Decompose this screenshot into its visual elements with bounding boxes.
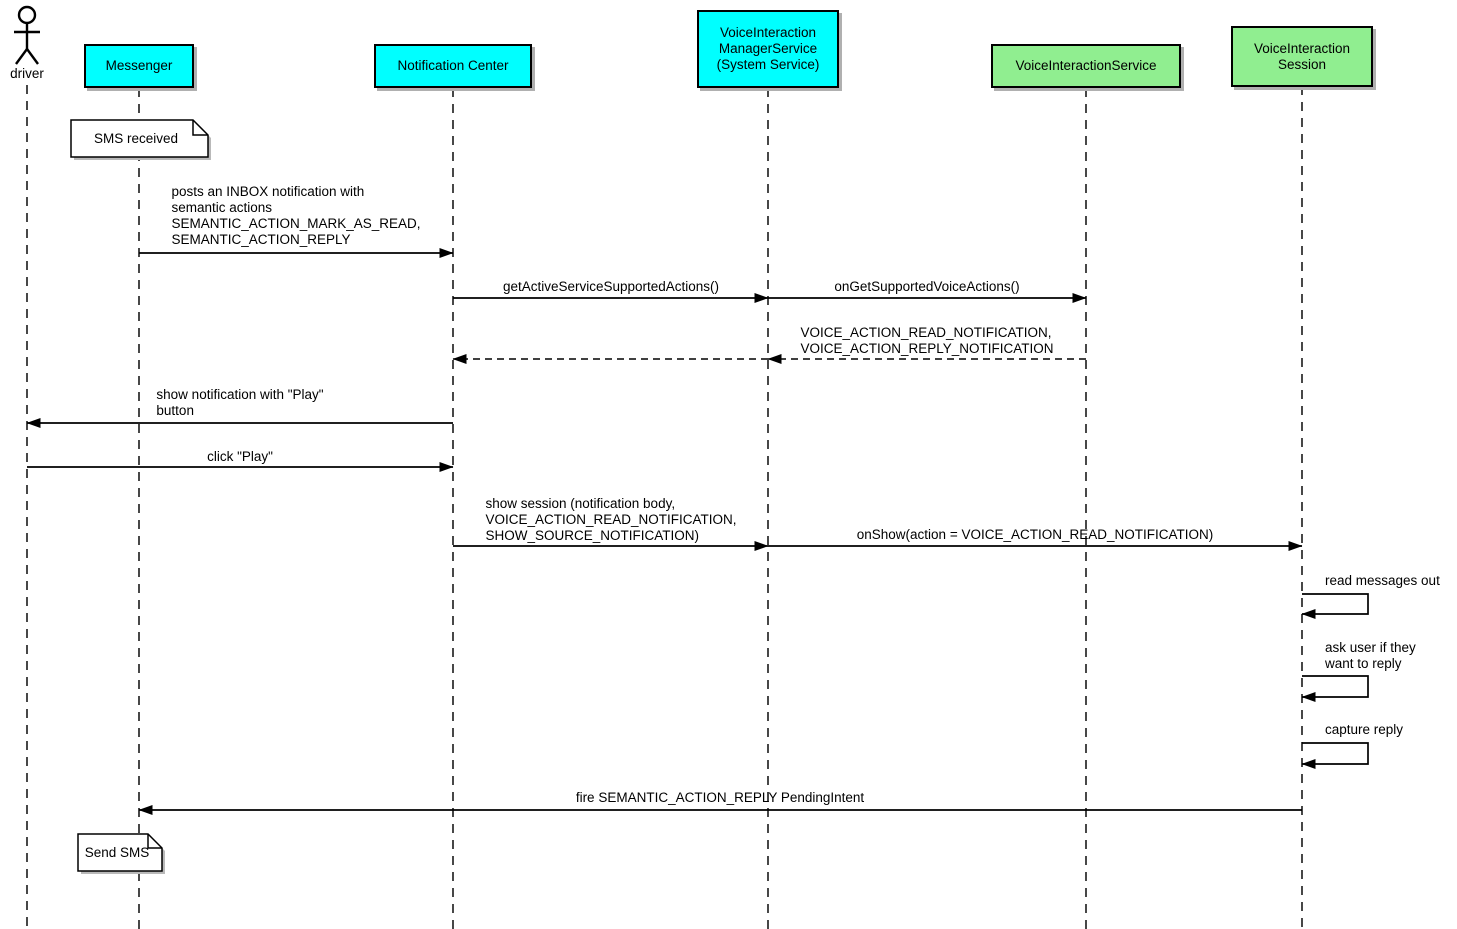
- self-loop-read-messages-out: [1301, 593, 1369, 619]
- self-loop-ask-user-reply: [1301, 675, 1369, 702]
- participant-notification-center-label: Notification Center: [397, 58, 509, 73]
- message-get-active-service-supported-actions: getActiveServiceSupportedActions(): [502, 279, 720, 294]
- message-click-play: click "Play": [207, 449, 273, 464]
- message-return-voice-actions: VOICE_ACTION_READ_NOTIFICATION, VOICE_AC…: [800, 325, 1054, 356]
- message-fire-pending-intent: fire SEMANTIC_ACTION_REPLY PendingIntent: [575, 790, 865, 805]
- participant-notification-center: Notification Center: [374, 44, 532, 88]
- message-read-messages-out: read messages out: [1325, 573, 1440, 588]
- participant-voice-interaction-session: VoiceInteraction Session: [1231, 26, 1373, 87]
- message-show-session: show session (notification body, VOICE_A…: [485, 496, 737, 543]
- actor-driver-icon: [14, 5, 40, 65]
- note-send-sms: Send SMS: [84, 845, 150, 860]
- message-on-show: onShow(action = VOICE_ACTION_READ_NOTIFI…: [856, 527, 1214, 542]
- participant-voice-interaction-manager-service-label: VoiceInteraction ManagerService (System …: [716, 25, 820, 72]
- note-sms-received-shape: [70, 119, 211, 160]
- self-loop-capture-reply: [1301, 742, 1369, 769]
- participant-voice-interaction-service: VoiceInteractionService: [991, 44, 1181, 88]
- participant-voice-interaction-manager-service: VoiceInteraction ManagerService (System …: [697, 10, 839, 88]
- actor-driver-label: driver: [10, 66, 44, 81]
- participant-voice-interaction-session-label: VoiceInteraction Session: [1253, 40, 1351, 72]
- message-posts-inbox-notification: posts an INBOX notification with semanti…: [171, 184, 421, 247]
- note-send-sms-shape: [77, 833, 165, 874]
- message-capture-reply: capture reply: [1325, 722, 1404, 737]
- participant-messenger-label: Messenger: [105, 58, 173, 73]
- participant-voice-interaction-service-label: VoiceInteractionService: [1015, 58, 1157, 73]
- message-show-notification: show notification with "Play" button: [156, 387, 324, 418]
- participant-messenger: Messenger: [84, 44, 194, 88]
- message-ask-user-reply: ask user if they want to reply: [1325, 640, 1416, 671]
- note-sms-received: SMS received: [93, 131, 179, 146]
- message-on-get-supported-voice-actions: onGetSupportedVoiceActions(): [834, 279, 1020, 294]
